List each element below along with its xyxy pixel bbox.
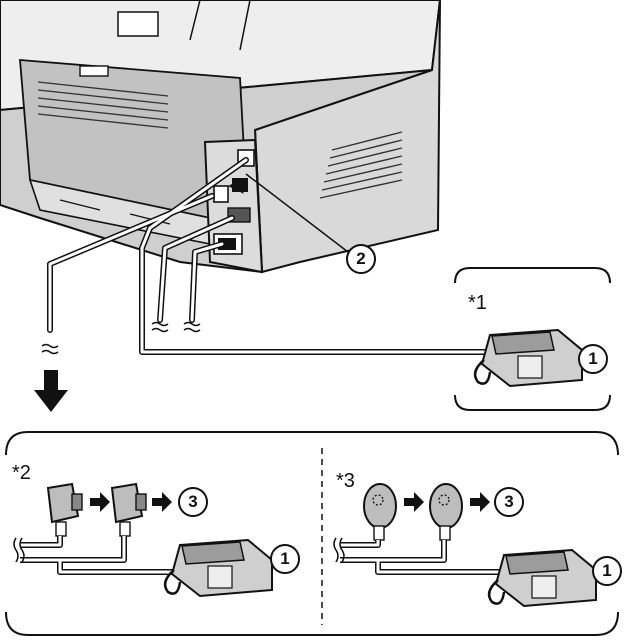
callout-1: 1 — [592, 556, 622, 586]
callout-3: 3 — [178, 487, 208, 517]
arrow-right-icon — [152, 492, 172, 512]
plug-adaptor-icon — [46, 482, 83, 537]
section-note-3 — [333, 483, 597, 608]
bracket-note-1 — [454, 267, 611, 411]
arrow-right-icon — [470, 492, 490, 512]
side-vents — [319, 131, 403, 199]
plug-adaptor-icon — [110, 482, 147, 537]
callout-1: 1 — [578, 344, 608, 374]
section-note-2 — [13, 482, 273, 598]
rear-cover-vents — [37, 81, 169, 129]
note-3-label: *3 — [336, 470, 355, 492]
callout-1: 1 — [270, 544, 300, 574]
arrow-right-icon — [90, 492, 110, 512]
plug-adaptor-icon — [363, 483, 397, 541]
callout-3: 3 — [494, 487, 524, 517]
plug-adaptor-icon — [429, 483, 463, 541]
callout-2: 2 — [346, 244, 376, 274]
bracket-bottom — [5, 431, 619, 636]
telephone-icon — [163, 538, 273, 598]
telephone-icon — [487, 548, 597, 608]
note-1-label: *1 — [468, 292, 487, 314]
insert-arrow-icon — [228, 178, 244, 194]
callout-2-leader — [245, 173, 349, 253]
note-2-label: *2 — [12, 462, 31, 484]
power-inlet-icon — [218, 238, 236, 250]
arrow-right-icon — [404, 492, 424, 512]
printer-rear-illustration — [0, 0, 442, 274]
cable-break-marks — [41, 321, 201, 355]
telephone-icon — [473, 328, 583, 388]
down-arrow-icon — [34, 370, 68, 412]
